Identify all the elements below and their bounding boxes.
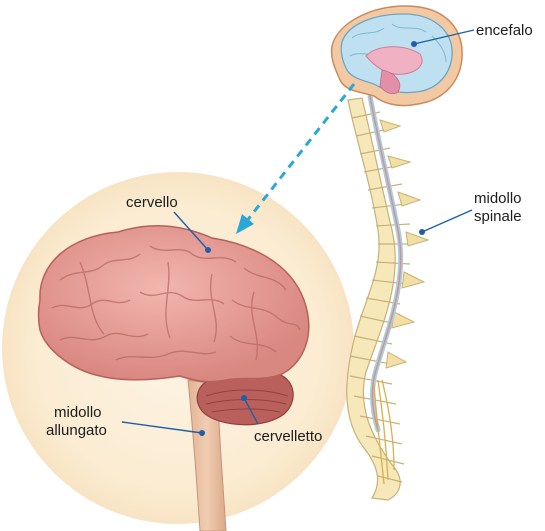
leader-midollo-spinale	[422, 210, 472, 232]
label-cervello: cervello	[126, 194, 178, 211]
label-midollo-spinale-line1: midollo	[474, 190, 522, 207]
label-encefalo: encefalo	[476, 22, 533, 39]
label-cervelletto: cervelletto	[254, 428, 322, 445]
label-midollo-allungato-line2: allungato	[46, 422, 107, 439]
label-midollo-spinale-line2: spinale	[474, 208, 522, 225]
label-midollo-allungato-line1: midollo	[54, 404, 102, 421]
